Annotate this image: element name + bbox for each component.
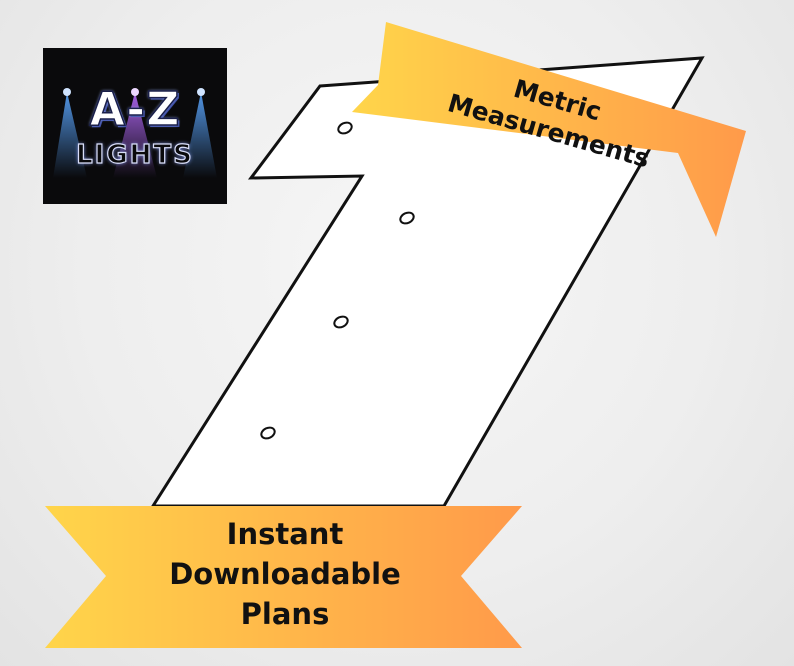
spotlight-icon [53,88,217,178]
bottom-banner-line: Plans [240,597,330,631]
bottom-banner-text: Instant Downloadable Plans [150,514,420,634]
mounting-hole [260,426,276,440]
mounting-hole [337,121,353,135]
bottom-banner-line: Downloadable [169,557,401,591]
mounting-hole [333,315,349,329]
logo-title: A-Z [89,81,181,137]
logo-subtitle: LIGHTS [75,139,194,170]
logo: A-Z LIGHTS [43,48,227,204]
bottom-banner-line: Instant [226,517,344,551]
